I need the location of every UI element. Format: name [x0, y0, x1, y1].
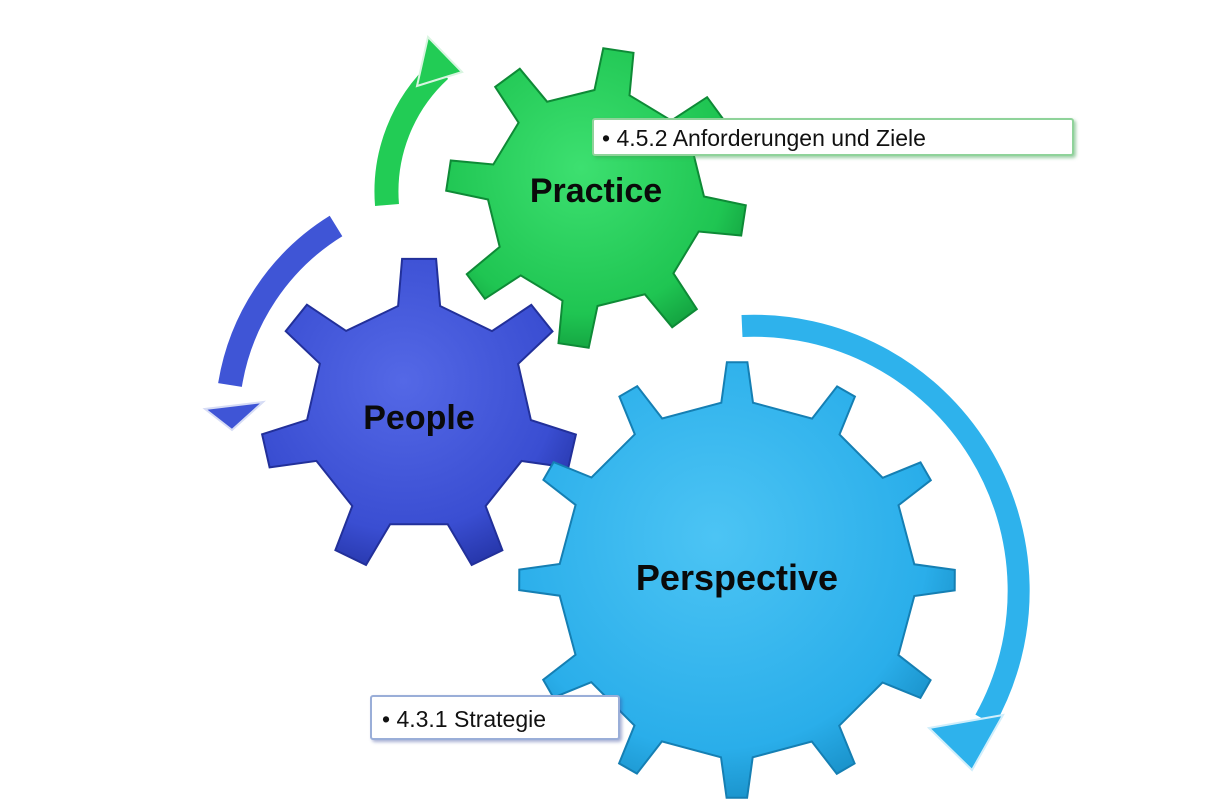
- perspective-cycle-arrow: [741, 314, 1030, 772]
- perspective-callout-text: • 4.3.1 Strategie: [382, 706, 547, 732]
- practice-callout: • 4.5.2 Anforderungen und Ziele: [592, 118, 1074, 156]
- people-gear: [260, 257, 578, 567]
- people-label: People: [363, 399, 474, 437]
- people-cycle-arrow: [202, 215, 343, 432]
- practice-cycle-arrow: [374, 34, 464, 206]
- practice-label: Practice: [530, 172, 662, 210]
- perspective-gear: [518, 361, 956, 799]
- perspective-callout: • 4.3.1 Strategie: [370, 695, 620, 740]
- practice-callout-text: • 4.5.2 Anforderungen und Ziele: [602, 125, 926, 151]
- perspective-label: Perspective: [636, 557, 838, 598]
